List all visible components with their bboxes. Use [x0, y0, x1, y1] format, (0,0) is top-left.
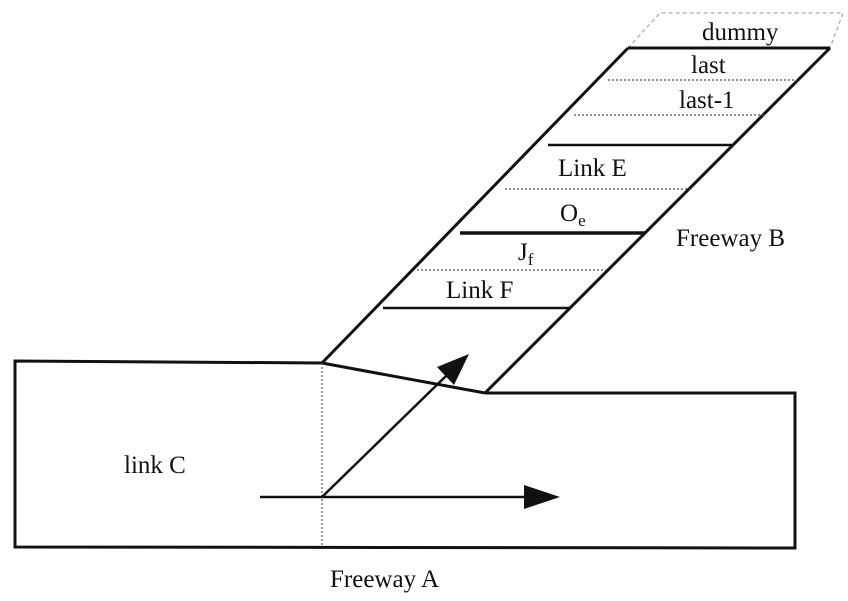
label-link-f: Link F	[446, 277, 514, 304]
label-o-e-base: O	[560, 200, 579, 227]
freeway-b-left-edge	[320, 46, 630, 365]
label-j-f: Jf	[518, 239, 533, 268]
dummy-cell-outline	[627, 12, 844, 49]
label-last: last	[691, 52, 726, 79]
freeway-a-outline	[13, 359, 797, 550]
label-j-f-base: J	[518, 239, 528, 266]
label-o-e: Oe	[560, 200, 586, 229]
ramp-flow-arrow-shaft	[321, 375, 447, 498]
label-link-c: link C	[124, 452, 186, 479]
label-freeway-a: Freeway A	[330, 566, 439, 593]
label-j-f-subscript: f	[527, 250, 534, 269]
ramp-flow-arrowhead	[437, 354, 469, 385]
label-link-e: Link E	[558, 155, 627, 182]
merge-diagonal	[321, 361, 486, 395]
label-o-e-subscript: e	[578, 211, 586, 230]
label-dummy: dummy	[702, 19, 779, 46]
label-freeway-b: Freeway B	[676, 225, 785, 252]
label-last-1: last-1	[679, 87, 735, 114]
freeway-a-flow-arrowhead	[524, 485, 560, 509]
freeway-b-right-edge	[483, 46, 832, 395]
